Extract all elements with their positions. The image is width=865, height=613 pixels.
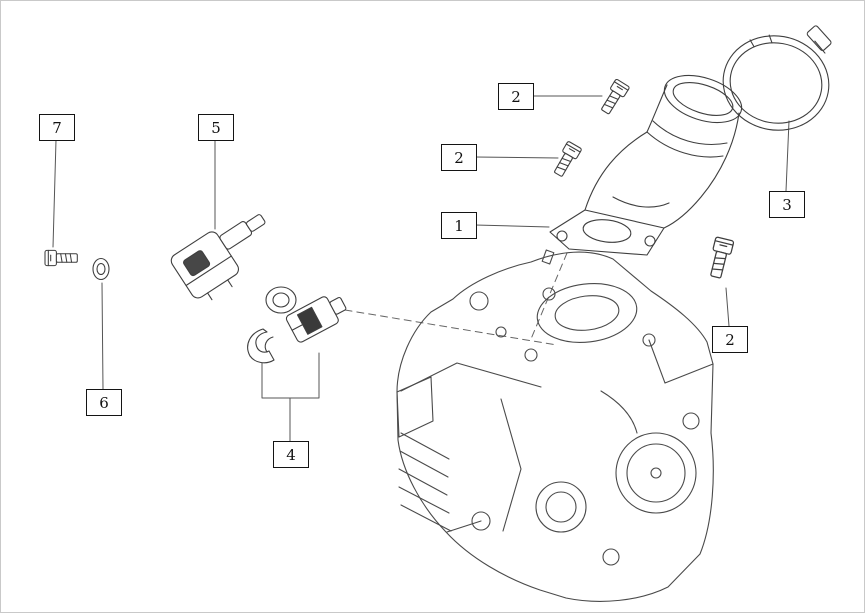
sensor-drawing	[170, 214, 266, 301]
intake-manifold-drawing	[549, 74, 743, 256]
washer-drawing	[92, 257, 110, 281]
injector-drawing	[265, 286, 347, 343]
callout-box-2-right: 2	[712, 326, 748, 353]
callout-box-6: 6	[86, 389, 122, 416]
bolt-2c-drawing	[705, 236, 735, 280]
leader-lines	[52, 95, 790, 442]
assembly-dashed-lines	[344, 252, 568, 346]
callout-box-2-top: 2	[498, 83, 534, 110]
bolt-2a-drawing	[597, 78, 631, 117]
bolt-7-drawing	[44, 249, 78, 267]
bolt-2b-drawing	[550, 140, 583, 179]
callout-box-7: 7	[39, 114, 75, 141]
callout-box-3: 3	[769, 191, 805, 218]
callout-box-5: 5	[198, 114, 234, 141]
cylinder-head-drawing	[396, 249, 714, 602]
clamp-drawing	[722, 25, 832, 131]
callout-box-2-mid: 2	[441, 144, 477, 171]
injector-clip-drawing	[247, 328, 275, 364]
callout-box-1: 1	[441, 212, 477, 239]
callout-box-4: 4	[273, 441, 309, 468]
